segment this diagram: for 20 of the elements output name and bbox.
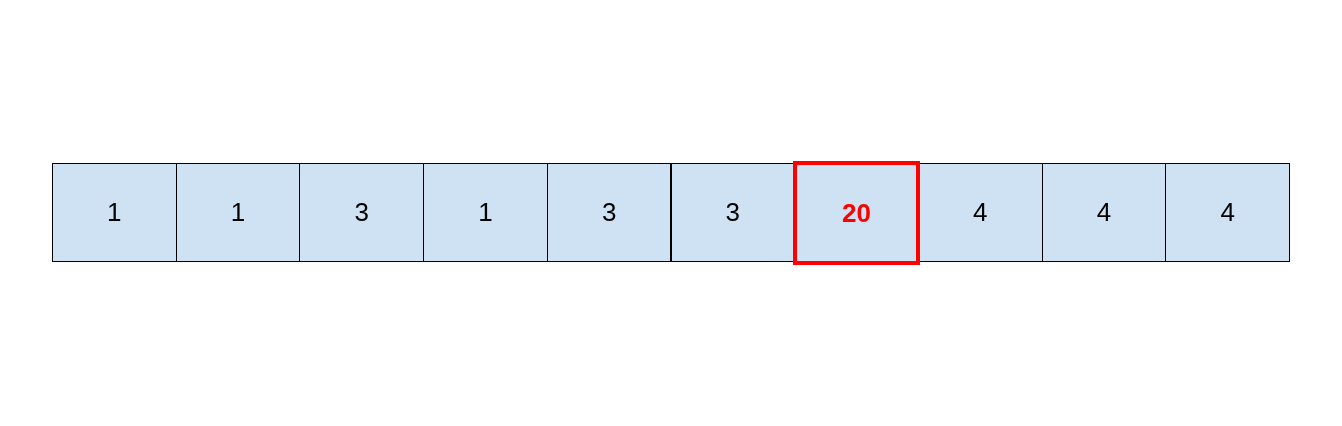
array-cell xyxy=(546,163,672,262)
cell-value: 3 xyxy=(354,197,369,228)
cell-value: 1 xyxy=(230,197,246,228)
array-cell xyxy=(1165,163,1290,262)
cell-value: 4 xyxy=(1220,197,1235,228)
array-cell xyxy=(423,163,548,262)
array-cell xyxy=(52,163,177,262)
cell-value: 3 xyxy=(725,197,741,228)
cell-value: 4 xyxy=(973,197,988,228)
array-cell xyxy=(299,163,425,262)
cell-value: 4 xyxy=(1096,197,1112,228)
array-cell xyxy=(670,163,796,262)
array-cell xyxy=(917,163,1043,262)
array-cell xyxy=(175,163,301,262)
cell-value: 3 xyxy=(601,197,617,228)
cell-value: 20 xyxy=(842,197,871,229)
highlighted-array-cell xyxy=(793,161,920,265)
array-cell xyxy=(1041,163,1167,262)
cell-value: 1 xyxy=(107,197,122,228)
cell-value: 1 xyxy=(478,197,493,228)
